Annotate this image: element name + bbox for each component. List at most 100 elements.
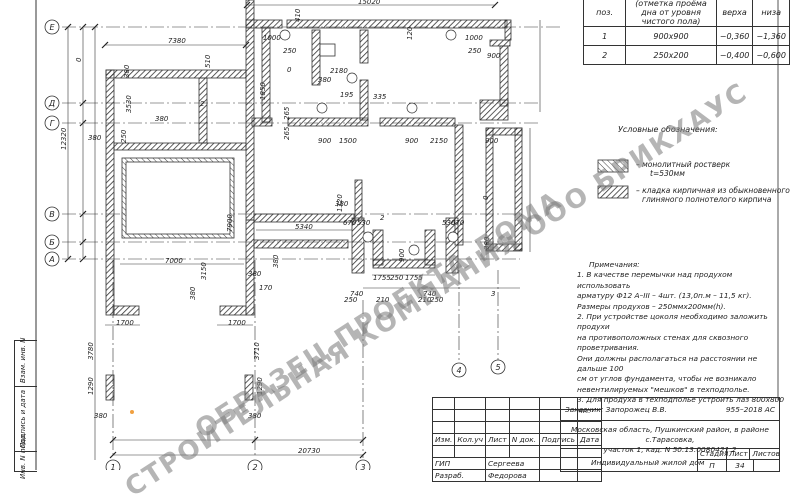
stage-label: Стадия [700, 449, 729, 459]
svg-text:900: 900 [318, 137, 332, 145]
svg-text:250: 250 [344, 296, 358, 304]
svg-text:12320: 12320 [60, 127, 68, 150]
note-line: Они должны располагаться на расстоянии н… [577, 353, 758, 374]
cell-pos: 1 [582, 26, 627, 46]
svg-text:530: 530 [357, 219, 371, 227]
svg-text:1755: 1755 [405, 274, 423, 282]
legend-sub: глиняного полнотелого кирпича [642, 195, 772, 204]
header-bottom: низа [752, 0, 790, 27]
svg-text:1850: 1850 [259, 82, 267, 100]
name-developer: Федорова [484, 469, 540, 482]
table-row: 2 250x200 −0,400 −0,600 [582, 45, 790, 65]
note-line: на противоположных стенах для сквозного … [577, 332, 749, 353]
legend-sub: t=530мм [650, 169, 685, 178]
header-desc: (отметка проёма дна от уровня чистого по… [625, 0, 717, 27]
svg-text:210: 210 [418, 296, 432, 304]
opening-spec-table: поз. (отметка проёма дна от уровня чисто… [582, 0, 790, 65]
customer: Заказчик: Запорожец В.В. [565, 405, 667, 414]
role-developer: Разраб. [432, 469, 486, 482]
address-line-2: участок 1, кад. N 50:13:0080421:2 [603, 445, 737, 454]
svg-text:15020: 15020 [358, 0, 381, 6]
col-header: Лист [484, 433, 510, 446]
svg-text:210: 210 [376, 296, 390, 304]
svg-text:0: 0 [287, 66, 292, 74]
name-gip: Сергеева [484, 457, 540, 470]
svg-text:3530: 3530 [125, 95, 133, 113]
svg-text:380: 380 [155, 115, 169, 123]
svg-text:1700: 1700 [116, 319, 134, 327]
svg-text:380: 380 [318, 76, 332, 84]
notes-title: Примечания: [589, 260, 640, 269]
note-line: невентилируемых "мешков" в техподполье. [577, 384, 750, 394]
cell-size: 250x200 [625, 45, 717, 65]
svg-text:А: А [48, 255, 54, 264]
svg-text:380: 380 [248, 270, 262, 278]
svg-text:Г: Г [50, 119, 55, 128]
legend-item-brick: – кладка кирпичная из обыкновенного глин… [636, 186, 790, 204]
table-row: 1 900x900 −0,360 −1,360 [582, 26, 790, 46]
svg-text:3: 3 [360, 463, 365, 470]
col-header: Кол.уч [454, 433, 486, 446]
legend-label: – монолитный ростверк [636, 160, 731, 169]
svg-text:250: 250 [120, 129, 128, 143]
svg-text:265: 265 [283, 126, 291, 140]
legend-label: – кладка кирпичная из обыкновенного [636, 186, 790, 195]
svg-text:120: 120 [406, 26, 414, 40]
svg-text:250: 250 [468, 47, 482, 55]
svg-text:В: В [49, 210, 55, 219]
note-line: 2. При устройстве цоколя необходимо зало… [577, 312, 768, 332]
svg-text:7000: 7000 [165, 257, 183, 265]
svg-text:380: 380 [248, 412, 262, 420]
svg-text:1700: 1700 [228, 319, 246, 327]
svg-text:1290: 1290 [256, 377, 264, 395]
svg-text:740: 740 [350, 290, 364, 298]
role-gip: ГИП [432, 457, 486, 470]
svg-text:380: 380 [94, 412, 108, 420]
svg-text:0: 0 [482, 195, 490, 200]
cell-bottom: −0,600 [752, 45, 790, 65]
svg-text:900: 900 [398, 248, 406, 262]
svg-text:1755: 1755 [373, 274, 391, 282]
header-pos: поз. [582, 0, 627, 27]
svg-text:380: 380 [483, 236, 491, 250]
svg-text:2180: 2180 [330, 67, 348, 75]
svg-text:740: 740 [423, 290, 437, 298]
svg-text:3150: 3150 [200, 262, 208, 280]
address-line-1: Московская область, Пушкинский район, в … [571, 425, 769, 444]
svg-text:335: 335 [373, 93, 387, 101]
legend-item-monolith: – монолитный ростверк t=530мм [636, 160, 730, 178]
svg-text:2: 2 [252, 463, 257, 470]
svg-text:170: 170 [259, 284, 273, 292]
svg-text:3710: 3710 [253, 342, 261, 360]
svg-text:250: 250 [430, 296, 444, 304]
svg-text:250: 250 [283, 47, 297, 55]
svg-text:5340: 5340 [295, 223, 313, 231]
svg-text:Д: Д [48, 99, 55, 108]
legend-title: Условные обозначения: [618, 125, 718, 134]
svg-text:1290: 1290 [87, 377, 95, 395]
svg-text:380: 380 [123, 64, 131, 78]
header-top: верха [715, 0, 754, 27]
note-line: 1. В качестве перемычки над продухом исп… [577, 270, 733, 290]
svg-text:530: 530 [442, 219, 456, 227]
side-label-replace-inv: Взам. инв. N [19, 337, 27, 383]
note-line: Размеры продухов – 250ммх200мм(h). [577, 301, 726, 311]
cell-pos: 2 [582, 45, 627, 65]
svg-text:5: 5 [495, 363, 500, 372]
foundation-plan-drawing: Е Д Г В Б А 1 2 3 4 5 7380 15020 1000 25… [35, 0, 779, 470]
svg-text:1500: 1500 [339, 137, 357, 145]
svg-text:250: 250 [390, 274, 404, 282]
svg-text:3: 3 [491, 290, 495, 298]
cell-size: 900x900 [625, 26, 717, 46]
svg-text:7380: 7380 [168, 37, 186, 45]
note-line: арматуру Ф12 А–III – 4шт. (13,0п.м – 11,… [577, 291, 752, 301]
notes-block: Примечания: 1. В качестве перемычки над … [577, 260, 787, 416]
cell-bottom: −1,360 [752, 26, 790, 46]
svg-text:3780: 3780 [87, 342, 95, 360]
svg-text:2150: 2150 [430, 137, 448, 145]
side-label-original-inv: Инв. N подл. [19, 432, 27, 479]
svg-text:2: 2 [200, 100, 205, 108]
cell-top: −0,360 [715, 26, 754, 46]
svg-text:670: 670 [451, 219, 465, 227]
cell-top: −0,400 [715, 45, 754, 65]
